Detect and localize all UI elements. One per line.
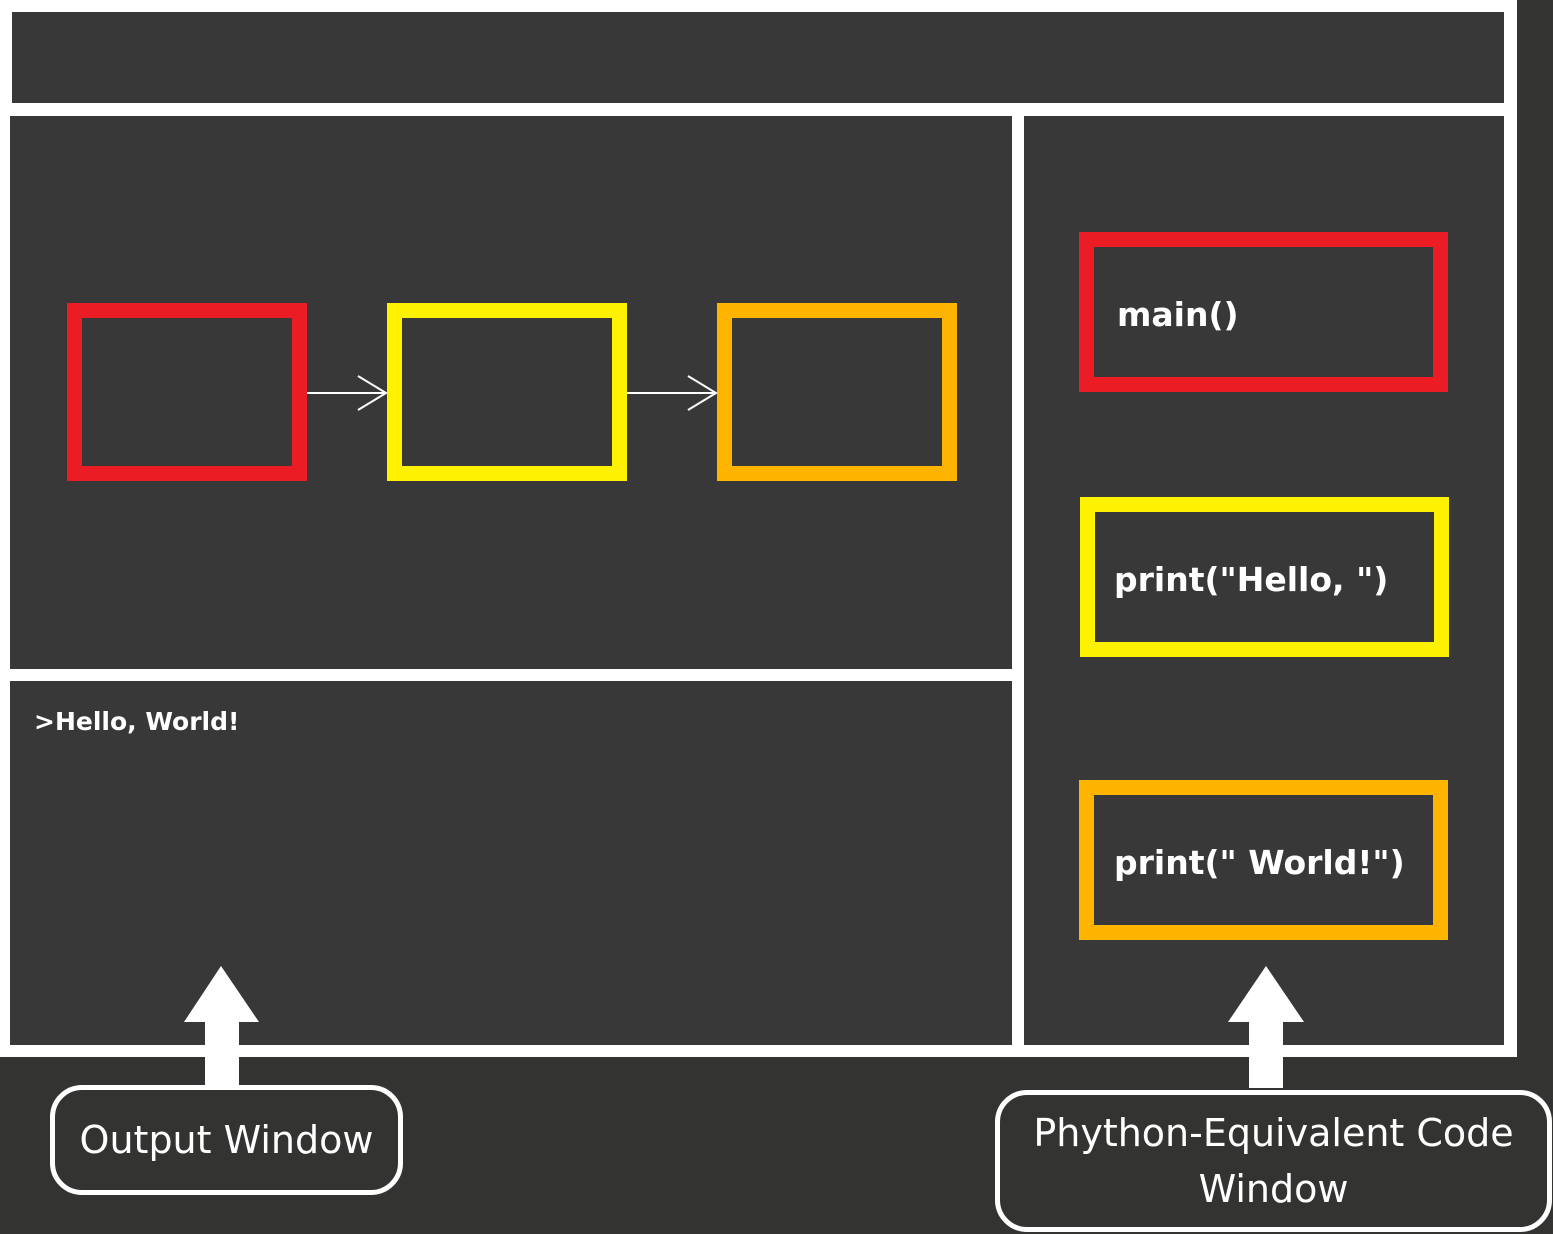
- code-line-main-text: main(): [1117, 295, 1239, 334]
- code-line-print-world-text: print(" World!"): [1114, 843, 1405, 882]
- output-window-panel: [10, 681, 1012, 1045]
- output-text: >Hello, World!: [34, 707, 240, 736]
- arrow-up-icon: [184, 966, 259, 1085]
- code-window-callout: Phython-Equivalent Code Window: [995, 1090, 1552, 1232]
- code-line-print-hello[interactable]: [1080, 497, 1449, 657]
- print-hello-block[interactable]: [387, 303, 627, 481]
- output-window-callout-label: Output Window: [79, 1118, 374, 1162]
- print-world-block[interactable]: [717, 303, 957, 481]
- arrow-right-icon: [307, 375, 388, 411]
- arrow-right-icon: [627, 375, 718, 411]
- toolbar-panel: [12, 12, 1504, 103]
- block-canvas-panel: [10, 116, 1012, 669]
- code-window-panel: [1024, 116, 1504, 1045]
- code-line-main[interactable]: [1079, 232, 1448, 392]
- main-block[interactable]: [67, 303, 307, 481]
- code-window-callout-label: Phython-Equivalent Code Window: [1033, 1111, 1514, 1211]
- code-line-print-world[interactable]: [1079, 780, 1448, 940]
- code-line-print-hello-text: print("Hello, "): [1114, 560, 1389, 599]
- arrow-up-icon: [1228, 966, 1304, 1088]
- output-window-callout: Output Window: [50, 1085, 403, 1195]
